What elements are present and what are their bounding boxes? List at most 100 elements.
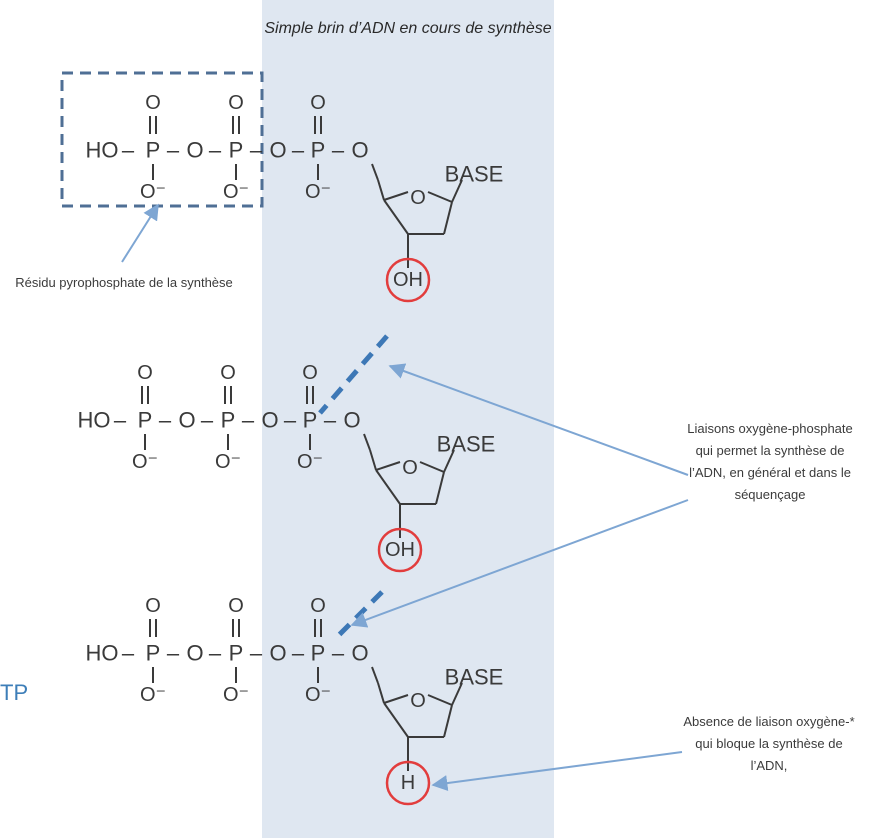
dashed-bond-1	[318, 334, 389, 415]
oxo-oxygen: O	[145, 92, 161, 114]
pyrophosphate-box	[60, 71, 264, 208]
ester-bond	[377, 179, 385, 201]
anionic-oxygen: O⁻	[215, 451, 241, 473]
oxo-oxygen: O	[137, 362, 153, 384]
ester-bond	[371, 163, 379, 181]
anionic-oxygen: O⁻	[297, 451, 323, 473]
phosphorus-atom: P	[303, 408, 318, 433]
bridge-oxygen: O	[343, 408, 360, 433]
sugar-bond	[383, 199, 409, 235]
3prime-oh-label: OH	[393, 269, 423, 291]
bond-dash: –	[284, 408, 297, 433]
sugar-bond	[427, 694, 453, 706]
ester-bond	[371, 666, 379, 684]
bridge-oxygen: O	[261, 408, 278, 433]
bond-dash: –	[114, 408, 127, 433]
sugar-bond	[375, 461, 401, 471]
sugar-bond	[435, 471, 445, 505]
ring-oxygen: O	[402, 457, 418, 479]
anionic-oxygen: O⁻	[140, 181, 166, 203]
ring-oxygen: O	[410, 690, 426, 712]
3prime-highlight-circle	[385, 257, 431, 303]
bond-dash: –	[250, 641, 263, 666]
ho-label: HO	[86, 641, 119, 666]
bond-dash: –	[159, 408, 172, 433]
strand-band	[262, 0, 554, 838]
sugar-bond	[419, 461, 445, 473]
bridge-oxygen: O	[269, 641, 286, 666]
anionic-oxygen: O⁻	[223, 684, 249, 706]
bond-dash: –	[209, 641, 222, 666]
anionic-oxygen: O⁻	[140, 684, 166, 706]
bridge-oxygen: O	[351, 138, 368, 163]
anionic-oxygen: O⁻	[305, 181, 331, 203]
sugar-bond	[375, 469, 401, 505]
bond-annotation: Liaisons oxygène-phosphate qui permet la…	[687, 421, 853, 502]
phosphorus-atom: P	[311, 641, 326, 666]
ring-oxygen: O	[410, 187, 426, 209]
arrow-to-bond-1	[388, 363, 689, 476]
arrow-to-pyrophosphate	[121, 203, 159, 263]
bridge-oxygen: O	[186, 138, 203, 163]
bond-dash: –	[122, 138, 135, 163]
3prime-highlight-circle	[377, 527, 423, 573]
phosphorus-atom: P	[229, 138, 244, 163]
bond-dash: –	[167, 138, 180, 163]
sugar-bond	[443, 704, 453, 738]
base-bond	[451, 179, 463, 203]
phosphorus-atom: P	[311, 138, 326, 163]
sugar-bond	[427, 191, 453, 203]
bond-dash: –	[332, 138, 345, 163]
phosphorus-atom: P	[146, 138, 161, 163]
base-label: BASE	[445, 162, 504, 187]
ester-bond	[369, 449, 377, 471]
base-bond	[451, 682, 463, 706]
oxo-oxygen: O	[310, 595, 326, 617]
phosphorus-atom: P	[221, 408, 236, 433]
3prime-oh-label: OH	[385, 539, 415, 561]
bridge-oxygen: O	[186, 641, 203, 666]
bond-dash: –	[332, 641, 345, 666]
sugar-bond	[383, 702, 409, 738]
ester-bond	[377, 682, 385, 704]
oxo-oxygen: O	[310, 92, 326, 114]
sugar-bond	[383, 694, 409, 704]
bond-dash: –	[201, 408, 214, 433]
bridge-oxygen: O	[269, 138, 286, 163]
bond-dash: –	[242, 408, 255, 433]
ester-bond	[363, 433, 371, 451]
bond-dash: –	[324, 408, 337, 433]
ho-label: HO	[78, 408, 111, 433]
arrow-to-bond-2	[350, 499, 689, 628]
oxo-oxygen: O	[145, 595, 161, 617]
oxo-oxygen: O	[228, 595, 244, 617]
bond-dash: –	[122, 641, 135, 666]
anionic-oxygen: O⁻	[132, 451, 158, 473]
bond-dash: –	[250, 138, 263, 163]
bridge-oxygen: O	[351, 641, 368, 666]
oxo-oxygen: O	[220, 362, 236, 384]
bond-dash: –	[292, 641, 305, 666]
sugar-bond	[443, 201, 453, 235]
edge-text-fragment: TP	[0, 680, 29, 705]
bond-dash: –	[292, 138, 305, 163]
bond-dash: –	[167, 641, 180, 666]
strand-label: Simple brin d’ADN en cours de synthèse	[264, 20, 552, 37]
anionic-oxygen: O⁻	[223, 181, 249, 203]
oxo-oxygen: O	[302, 362, 318, 384]
base-label: BASE	[437, 432, 496, 457]
3prime-h-label: H	[401, 772, 415, 794]
oxo-oxygen: O	[228, 92, 244, 114]
base-bond	[443, 449, 455, 473]
absence-annotation: Absence de liaison oxygène-* qui bloque …	[683, 714, 855, 773]
arrow-to-3prime-h	[431, 751, 683, 792]
pyrophosphate-label: Résidu pyrophosphate de la synthèse	[15, 275, 233, 290]
phosphorus-atom: P	[138, 408, 153, 433]
3prime-highlight-circle	[385, 760, 431, 806]
phosphorus-atom: P	[146, 641, 161, 666]
ho-label: HO	[86, 138, 119, 163]
